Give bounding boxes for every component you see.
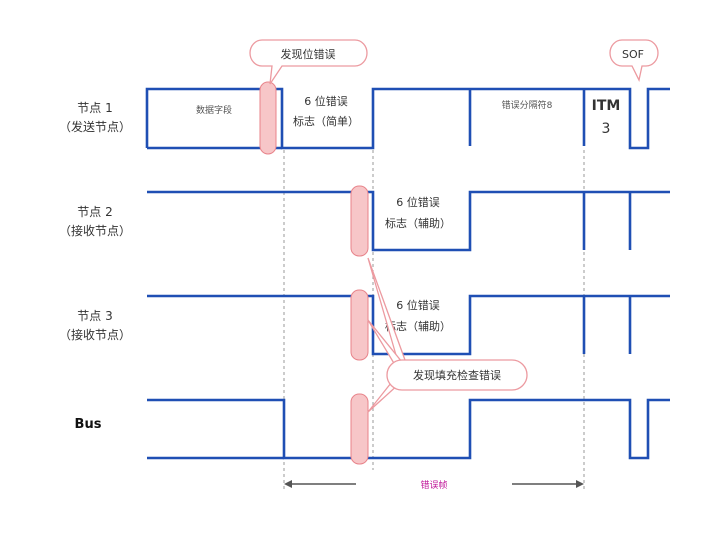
node1-signal bbox=[145, 87, 670, 150]
node2-error-highlight bbox=[350, 185, 369, 257]
bus-error-highlight bbox=[350, 393, 369, 465]
node3-error-highlight bbox=[350, 289, 369, 361]
bus-signal bbox=[147, 398, 670, 460]
svg-text:SOF: SOF bbox=[622, 48, 644, 61]
node2-label: 节点 2 bbox=[77, 205, 112, 219]
itm-value: 3 bbox=[602, 121, 611, 137]
node2-signal bbox=[147, 190, 670, 252]
svg-text:发现位错误: 发现位错误 bbox=[281, 47, 336, 61]
node3-label: 节点 3 bbox=[77, 309, 112, 323]
stuff-error-callout: 发现填充检查错误 bbox=[367, 257, 528, 413]
error-frame-label: 错误帧 bbox=[420, 479, 447, 491]
bit-error-highlight bbox=[259, 81, 277, 155]
svg-text:发现填充检查错误: 发现填充检查错误 bbox=[413, 368, 501, 382]
node3-role: （接收节点） bbox=[59, 327, 131, 342]
error-frame-span: 错误帧 bbox=[284, 479, 584, 491]
data-field-label: 数据字段 bbox=[196, 104, 232, 116]
node3-signal bbox=[147, 294, 670, 356]
sof-callout: SOF bbox=[609, 39, 659, 82]
node1-role: （发送节点） bbox=[59, 119, 131, 134]
node1-flag-line1: 6 位错误 bbox=[304, 94, 348, 108]
node1-label: 节点 1 bbox=[77, 101, 112, 115]
itm-label: ITM bbox=[592, 98, 621, 114]
node2-flag-line2: 标志（辅助） bbox=[385, 216, 451, 230]
bus-label: Bus bbox=[75, 417, 102, 432]
node2-flag-line1: 6 位错误 bbox=[396, 195, 440, 209]
node3-flag-line1: 6 位错误 bbox=[396, 298, 440, 312]
delimiter-label: 错误分隔符8 bbox=[502, 99, 553, 111]
bit-error-callout: 发现位错误 bbox=[249, 39, 368, 85]
node1-flag-line2: 标志（简单） bbox=[293, 114, 359, 128]
node2-role: （接收节点） bbox=[59, 223, 131, 238]
node3-flag-line2: 标志（辅助） bbox=[385, 319, 451, 333]
